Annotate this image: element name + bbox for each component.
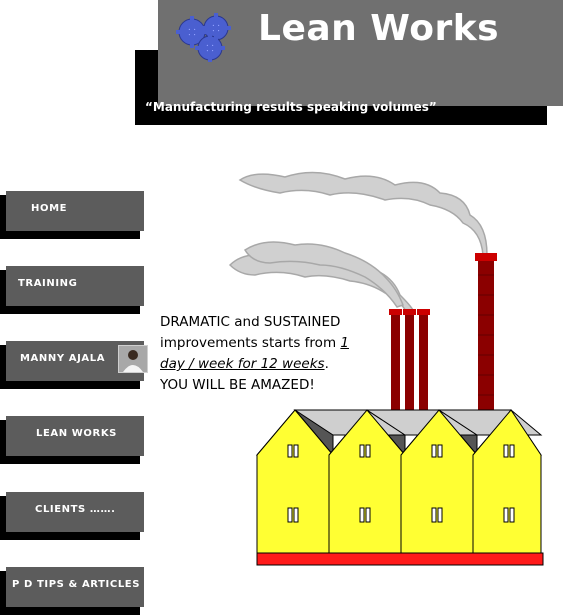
site-title: Lean Works bbox=[258, 8, 500, 49]
factory-windows bbox=[287, 444, 515, 523]
promo-link-weeks[interactable]: day / week for 12 weeks bbox=[160, 356, 325, 372]
nav-button-face: TRAINING bbox=[6, 266, 144, 306]
promo-line-2-text: improvements starts from bbox=[160, 335, 341, 351]
chimney-icon bbox=[389, 309, 430, 413]
nav-lean-works-label: LEAN WORKS bbox=[36, 428, 117, 439]
nav-clients-button[interactable]: CLIENTS ……. bbox=[0, 492, 148, 540]
promo-punctuation: . bbox=[324, 356, 329, 372]
gears-icon bbox=[176, 13, 231, 62]
nav-lean-works-button[interactable]: LEAN WORKS bbox=[0, 416, 148, 464]
nav-button-face: CLIENTS ……. bbox=[6, 492, 144, 532]
nav-pd-tips-articles-label: P D TIPS & ARTICLES bbox=[12, 579, 141, 590]
nav-home-label: HOME bbox=[31, 203, 68, 214]
nav-clients-label: CLIENTS ……. bbox=[35, 504, 116, 515]
nav-manny-ajala-label: MANNY AJALA bbox=[20, 353, 106, 364]
promo-line-4: YOU WILL BE AMAZED! bbox=[160, 377, 315, 393]
promo-text: DRAMATIC and SUSTAINED improvements star… bbox=[160, 312, 390, 396]
smoke-cloud-icon bbox=[228, 171, 488, 315]
person-icon bbox=[119, 346, 147, 372]
nav-home-button[interactable]: HOME bbox=[0, 191, 148, 239]
promo-line-1: DRAMATIC and SUSTAINED bbox=[160, 314, 341, 330]
promo-line-2: improvements starts from 1 bbox=[160, 333, 390, 354]
nav-manny-ajala-button[interactable]: MANNY AJALA bbox=[0, 341, 148, 389]
promo-line-3: day / week for 12 weeks. bbox=[160, 354, 390, 375]
nav-pd-tips-articles-button[interactable]: P D TIPS & ARTICLES bbox=[0, 567, 148, 615]
factory-walls bbox=[256, 409, 542, 556]
factory-illustration bbox=[228, 171, 544, 566]
nav-button-face: HOME bbox=[6, 191, 144, 231]
nav-button-face: LEAN WORKS bbox=[6, 416, 144, 456]
promo-link-day[interactable]: 1 bbox=[340, 335, 349, 351]
nav-training-button[interactable]: TRAINING bbox=[0, 266, 148, 314]
factory-base bbox=[256, 552, 544, 566]
nav-training-label: TRAINING bbox=[18, 278, 78, 289]
chimney-icon bbox=[475, 253, 497, 413]
nav-button-face: MANNY AJALA bbox=[6, 341, 148, 381]
profile-photo bbox=[118, 345, 148, 373]
site-tagline: “Manufacturing results speaking volumes” bbox=[145, 100, 437, 114]
header-banner bbox=[158, 0, 563, 106]
nav-button-face: P D TIPS & ARTICLES bbox=[6, 567, 144, 607]
